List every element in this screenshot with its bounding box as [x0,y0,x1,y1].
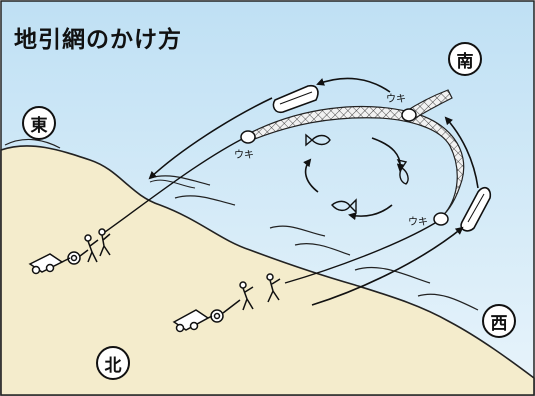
boat-icon [272,84,319,114]
float-icon [433,212,449,226]
shore-wave [294,243,351,256]
shore-wave [149,179,196,189]
arrow-pull-left [148,97,273,180]
diagram-title: 地引網のかけ方 [14,27,182,53]
float-label-top: ウキ [386,94,406,105]
compass-north: 北 [96,346,130,380]
beach-area [0,145,535,396]
rolled-net [404,89,453,121]
shore-wave [269,225,326,237]
tow-rope-left [104,135,249,233]
shore-wave [417,293,479,311]
circular-arrow-icon [303,158,319,193]
compass-south: 南 [448,42,482,76]
shore-wave [4,138,61,149]
fisherman-icon [84,234,99,263]
shore-wave [354,266,431,284]
fish-icon [305,133,331,147]
fisherman-icon [239,281,254,311]
shore-wave [174,195,236,206]
compass-east: 東 [22,106,56,140]
fisherman-icon [98,228,111,257]
compass-west: 西 [482,304,516,338]
fish-icon [331,198,357,214]
float-icon [401,108,417,122]
arrow-boat-path [316,77,391,93]
winch-cart-icon [172,299,241,333]
circular-arrow-icon [348,204,393,221]
float-label-right: ウキ [408,217,428,228]
fisherman-icon [266,273,281,303]
float-icon [240,130,256,144]
tow-rope-right [284,219,441,284]
arrow-pull-right [311,226,464,306]
circular-arrow-icon [371,137,405,172]
arrow-boat-path [444,116,479,189]
float-label-left: ウキ [234,150,254,161]
fish-icon [396,158,409,185]
winch-cart-icon [28,249,89,275]
